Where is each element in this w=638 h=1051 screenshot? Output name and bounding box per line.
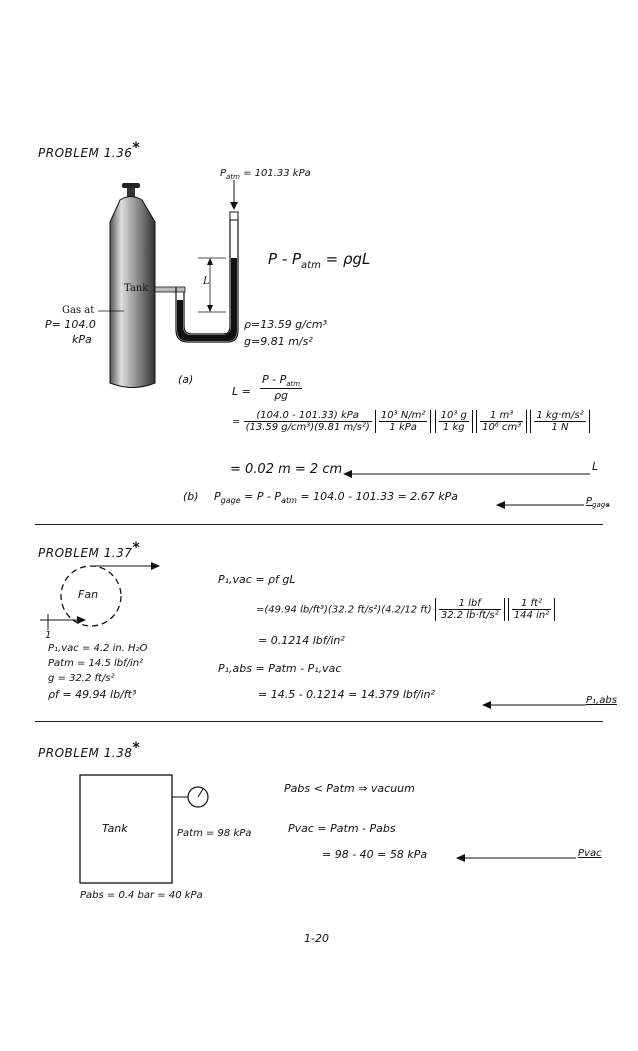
comparison-line: Pabs < Patm ⇒ vacuum — [284, 782, 415, 795]
p-value: P= 104.0 — [45, 318, 96, 331]
vac-equation: P₁,vac = ρf gL — [218, 573, 296, 586]
tank-label: Tank — [124, 283, 149, 294]
result-a-tag: L — [592, 460, 599, 473]
l-label: L — [203, 276, 210, 287]
eq-p-minus-patm: P - Patm = ρgL — [268, 250, 371, 271]
g-value: g=9.81 m/s² — [244, 335, 313, 348]
problem-1-36-heading: PROBLEM 1.36* — [38, 140, 141, 160]
pvac-calculation: = 98 - 40 = 58 kPa — [322, 848, 428, 861]
given-g: g = 32.2 ft/s² — [48, 673, 115, 684]
given-vac: P₁,vac = 4.2 in. H₂O — [48, 643, 148, 654]
patm-label: Patm = 101.33 kPa — [220, 168, 311, 181]
tank-valve — [122, 183, 140, 197]
abs-equation: P₁,abs = Patm - P₁,vac — [218, 662, 342, 675]
fan-label: Fan — [78, 588, 99, 601]
given-rho: ρf = 49.94 lb/ft³ — [48, 688, 137, 701]
result-a: = 0.02 m = 2 cm — [230, 462, 343, 477]
mercury — [177, 258, 237, 341]
pabs-given: Pabs = 0.4 bar = 40 kPa — [80, 890, 203, 901]
u-tube — [175, 220, 239, 343]
point-1-label: 1 — [45, 630, 52, 641]
tank-body — [109, 196, 156, 388]
gas-label: Gas at — [62, 305, 95, 316]
result-138-tag: Pvac — [578, 848, 602, 859]
part-b-label: (b) — [183, 490, 199, 503]
problem-1-38-heading: PROBLEM 1.38* — [38, 740, 141, 760]
rho-value: ρ=13.59 g/cm³ — [244, 318, 328, 331]
problem-1-37-heading: PROBLEM 1.37* — [38, 540, 141, 560]
divider — [35, 721, 603, 722]
p-unit: kPa — [72, 333, 92, 346]
page-number: 1-20 — [304, 932, 329, 945]
given-patm: Patm = 14.5 lbf/in² — [48, 658, 144, 669]
vac-calculation: =(49.94 lb/ft³)(32.2 ft/s²)(4.2/12 ft) 1… — [256, 598, 556, 621]
gauge-icon — [187, 786, 209, 808]
abs-calculation: = 14.5 - 0.1214 = 14.379 lbf/in² — [258, 688, 435, 701]
patm-given: Patm = 98 kPa — [177, 828, 252, 839]
l-equals: L = — [232, 385, 251, 398]
tank-label: Tank — [102, 822, 128, 835]
divider — [35, 524, 603, 525]
result-137-tag: P₁,abs — [586, 695, 617, 706]
connecting-pipe — [154, 286, 186, 293]
tank-box — [79, 774, 173, 884]
pvac-equation: Pvac = Patm - Pabs — [288, 822, 396, 835]
vac-result: = 0.1214 lbf/in² — [258, 634, 345, 647]
pgage-equation: Pgage = P - Patm = 104.0 - 101.33 = 2.67… — [214, 490, 459, 506]
result-b-tag: Pgage — [586, 496, 610, 509]
l-calculation: = (104.0 - 101.33) kPa(13.59 g/cm³)(9.81… — [232, 410, 590, 433]
part-a-label: (a) — [178, 373, 194, 386]
